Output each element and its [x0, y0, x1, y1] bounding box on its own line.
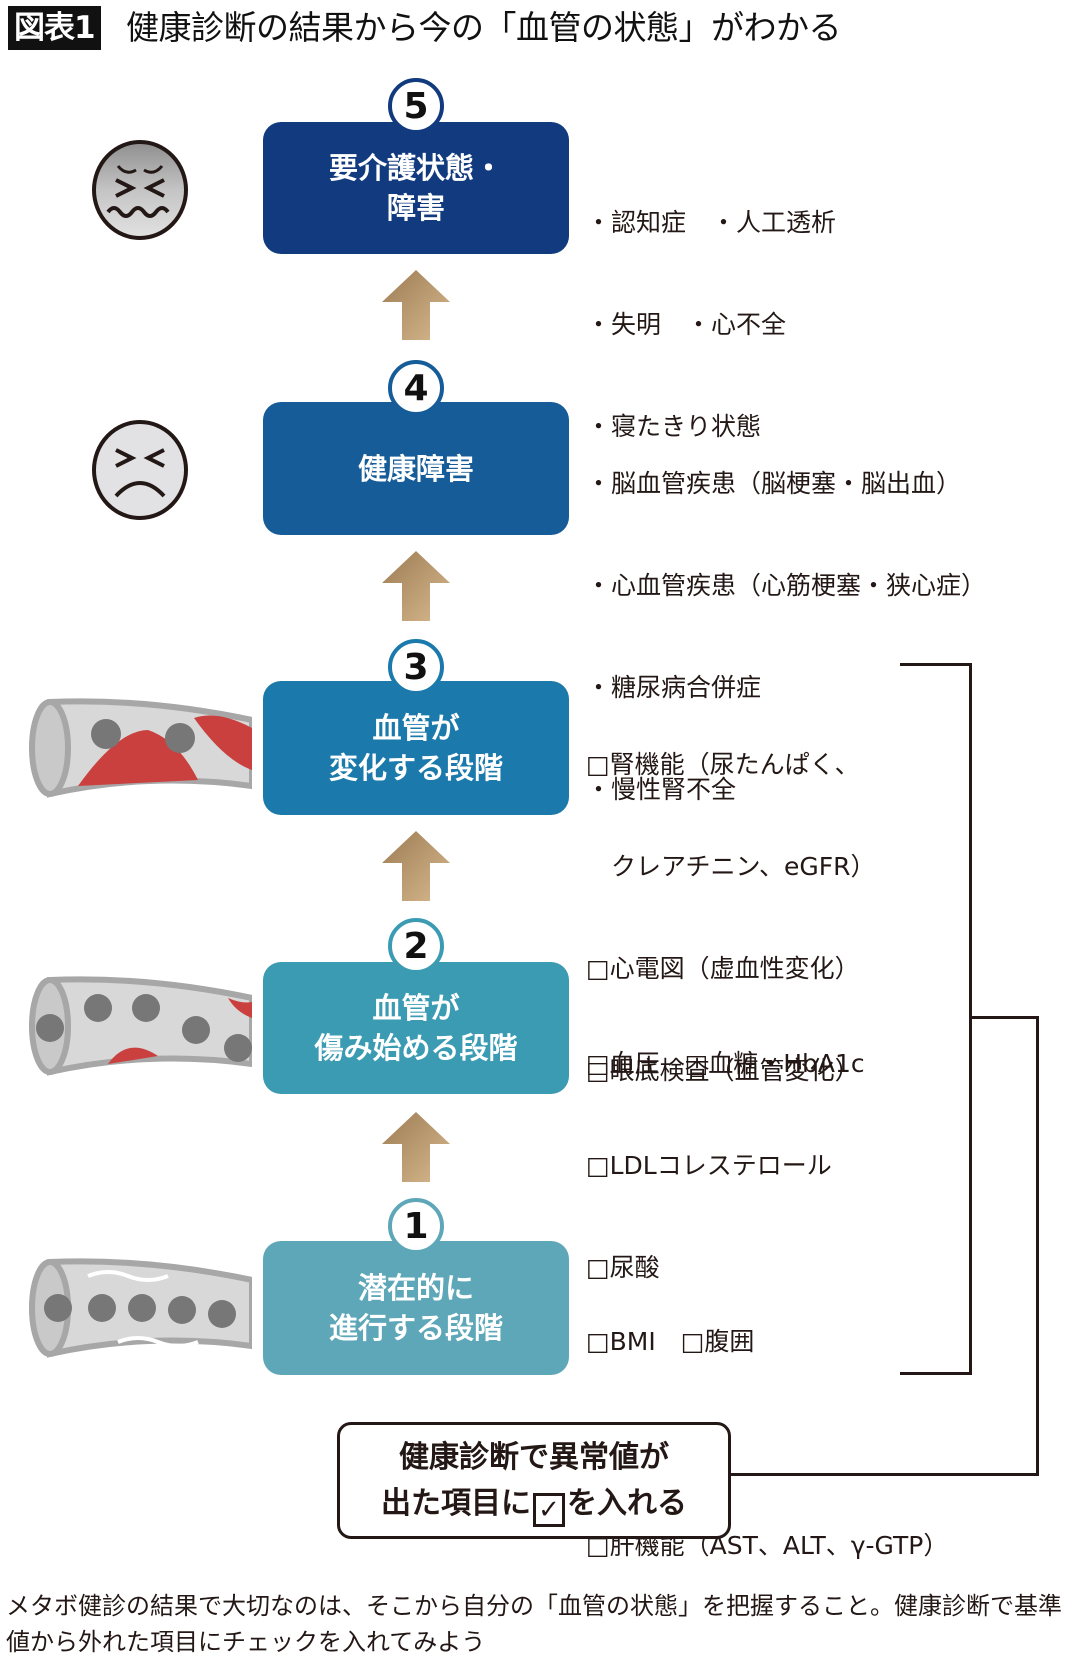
blood-vessel-healthy-icon — [29, 1258, 252, 1358]
bracket-bottom — [900, 1372, 972, 1375]
stage-5-label-line-1: 要介護状態・ — [328, 151, 503, 185]
checklist-item[interactable]: □腎機能（尿たんぱく、 — [586, 750, 860, 779]
stage-4-item: ・糖尿病合併症 — [586, 673, 762, 702]
stage-2-checklist: □血圧 □血糖・HbA1c □LDLコレステロール □尿酸 — [586, 979, 865, 1319]
bracket-top — [900, 663, 972, 666]
stage-2-label-line-1: 血管が — [372, 991, 460, 1025]
stage-5-number-badge: 5 — [388, 78, 444, 134]
up-arrow-icon — [382, 270, 450, 340]
figure-badge: 図表1 — [8, 6, 101, 50]
stage-5-item: ・寝たきり状態 — [586, 412, 762, 441]
up-arrow-icon — [382, 831, 450, 901]
stage-5-item: ・認知症 ・人工透析 — [586, 208, 837, 237]
stage-2-box: 血管が 傷み始める段階 — [263, 962, 569, 1094]
checklist-item[interactable]: □尿酸 — [586, 1253, 660, 1282]
stage-5-items: ・認知症 ・人工透析 ・失明 ・心不全 ・寝たきり状態 — [586, 138, 836, 478]
callout-box: 健康診断で異常値が 出た項目に✓を入れる — [337, 1422, 731, 1539]
callout-line-2: 出た項目に✓を入れる — [381, 1481, 687, 1527]
figure-title: 健康診断の結果から今の「血管の状態」がわかる — [126, 8, 842, 47]
up-arrow-icon — [382, 1112, 450, 1182]
distressed-face-icon — [92, 140, 188, 240]
connector-horizontal — [969, 1016, 1039, 1019]
checkbox-checked-icon: ✓ — [533, 1492, 565, 1527]
stage-1-number-badge: 1 — [388, 1198, 444, 1254]
stage-3-label-line-2: 変化する段階 — [328, 751, 503, 785]
stage-5-label-line-2: 障害 — [386, 191, 445, 225]
callout-line-2-before: 出た項目に — [381, 1485, 531, 1521]
stage-5-item: ・失明 ・心不全 — [586, 310, 787, 339]
callout-line-1: 健康診断で異常値が — [399, 1439, 669, 1475]
stage-3-box: 血管が 変化する段階 — [263, 681, 569, 815]
stage-3-label-line-1: 血管が — [372, 711, 460, 745]
blood-vessel-plaque-heavy-icon — [29, 698, 252, 798]
stage-4-items: ・脳血管疾患（脳梗塞・脳出血） ・心血管疾患（心筋梗塞・狭心症） ・糖尿病合併症… — [586, 399, 986, 841]
stage-4-box: 健康障害 — [263, 402, 569, 535]
stage-1-label-line-2: 進行する段階 — [328, 1311, 503, 1345]
connector-vertical — [1036, 1016, 1039, 1476]
stage-3-number-badge: 3 — [388, 639, 444, 695]
connector-to-callout — [731, 1473, 1039, 1476]
checklist-item[interactable]: □BMI □腹囲 — [586, 1327, 755, 1356]
stage-2-number-badge: 2 — [388, 918, 444, 974]
stage-4-number-badge: 4 — [388, 360, 444, 416]
stage-4-item: ・心血管疾患（心筋梗塞・狭心症） — [586, 571, 987, 600]
checklist-item[interactable]: □眼底検査（血管変化） — [586, 1056, 860, 1085]
checklist-item[interactable]: □血圧 □血糖・HbA1c — [586, 1049, 865, 1078]
stage-4-item: ・脳血管疾患（脳梗塞・脳出血） — [586, 469, 962, 498]
stage-1-box: 潜在的に 進行する段階 — [263, 1241, 569, 1375]
blood-vessel-plaque-light-icon — [29, 976, 252, 1076]
pained-face-icon — [92, 420, 188, 520]
checklist-item[interactable]: □LDLコレステロール — [586, 1151, 832, 1180]
up-arrow-icon — [382, 551, 450, 621]
stage-4-label-line-1: 健康障害 — [357, 451, 474, 486]
stage-1-label-line-1: 潜在的に — [357, 1271, 474, 1305]
bracket-vertical — [969, 663, 972, 1375]
stage-4-item: ・慢性腎不全 — [586, 775, 737, 804]
stage-2-label-line-2: 傷み始める段階 — [314, 1031, 518, 1065]
stage-5-box: 要介護状態・ 障害 — [263, 122, 569, 254]
checklist-item[interactable]: □心電図（虚血性変化） — [586, 954, 860, 983]
callout-line-2-after: を入れる — [567, 1485, 687, 1521]
figure-caption: メタボ健診の結果で大切なのは、そこから自分の「血管の状態」を把握すること。健康診… — [6, 1592, 1062, 1656]
stage-3-checklist: □腎機能（尿たんぱく、 クレアチニン、eGFR） □心電図（虚血性変化） □眼底… — [586, 680, 876, 1122]
checklist-item-continued: クレアチニン、eGFR） — [586, 852, 876, 881]
